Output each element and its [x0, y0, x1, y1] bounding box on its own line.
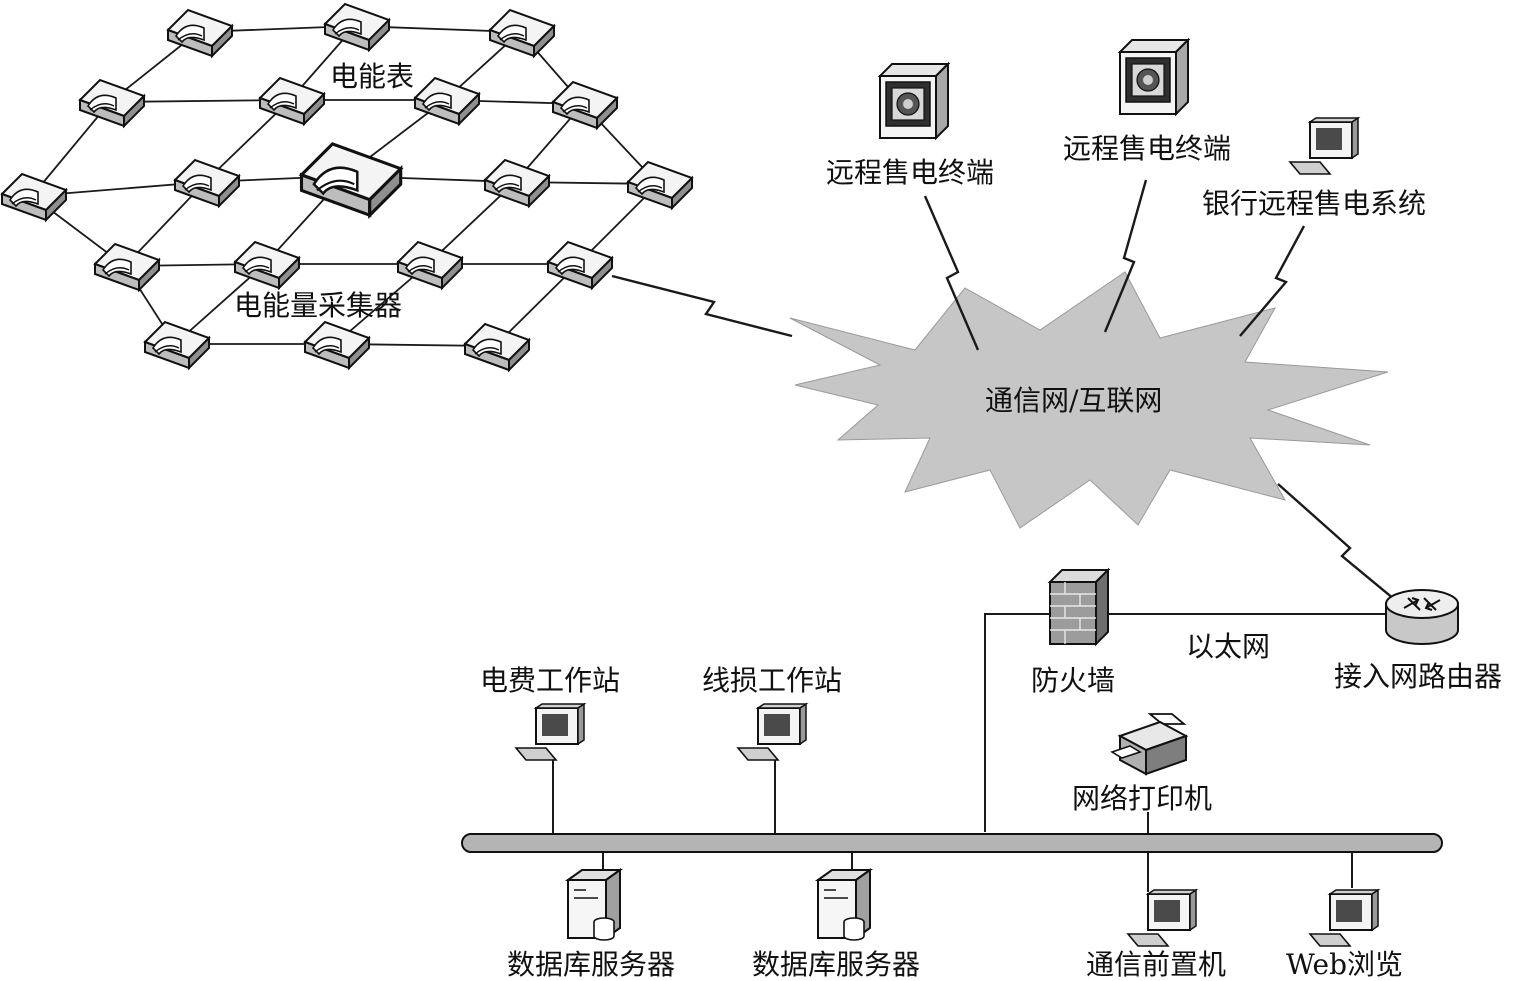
electric-meter-icon	[174, 159, 240, 207]
electric-meter-icon	[464, 323, 530, 371]
electric-meter-icon	[304, 321, 370, 369]
billing-workstation-label: 电费工作站	[480, 664, 620, 697]
electric-meter-icon	[489, 9, 555, 57]
db-server-1-label: 数据库服务器	[507, 948, 675, 981]
collector-label: 电能量采集器	[234, 289, 402, 322]
collector-icon	[299, 142, 403, 217]
router-icon	[1385, 589, 1459, 645]
web-label: Web浏览	[1286, 948, 1403, 981]
ethernet-label: 以太网	[1186, 630, 1270, 663]
remote-terminal-icon	[1119, 39, 1189, 115]
electric-meter-icon	[627, 161, 693, 209]
electric-meter-icon	[547, 241, 613, 289]
computer-icon	[515, 703, 585, 761]
computer-icon	[1127, 889, 1197, 947]
remote-terminal-1-label: 远程售电终端	[826, 156, 994, 189]
db-server-2-label: 数据库服务器	[752, 948, 920, 981]
printer-label: 网络打印机	[1072, 782, 1212, 815]
ethernet-bus	[461, 833, 1443, 853]
remote-terminal-icon	[879, 63, 949, 139]
bank-system-label: 银行远程售电系统	[1202, 187, 1426, 220]
electric-meter-icon	[484, 159, 550, 207]
network-label: 通信网/互联网	[985, 384, 1162, 417]
database-server-icon	[817, 869, 871, 941]
electric-meter-icon	[324, 3, 390, 51]
meter-label: 电能表	[330, 60, 414, 93]
wireless-links	[611, 179, 1401, 605]
computer-icon	[737, 703, 807, 761]
electric-meter-icon	[1, 173, 67, 221]
electric-meter-icon	[79, 79, 145, 127]
database-server-icon	[567, 869, 621, 941]
firewall-icon	[1047, 567, 1111, 647]
computer-icon	[1289, 117, 1359, 175]
router-label: 接入网路由器	[1334, 660, 1502, 693]
computer-icon	[1309, 889, 1379, 947]
ethernet-wiring	[552, 613, 1395, 892]
electric-meter-icon	[144, 321, 210, 369]
network-cloud-icon	[789, 271, 1389, 529]
printer-icon	[1110, 713, 1189, 776]
remote-terminal-2-label: 远程售电终端	[1063, 132, 1231, 165]
lineloss-workstation-label: 线损工作站	[702, 664, 842, 697]
electric-meter-icon	[414, 77, 480, 125]
electric-meter-icon	[259, 77, 325, 125]
electric-meter-icon	[552, 81, 618, 129]
front-end-label: 通信前置机	[1086, 948, 1226, 981]
firewall-label: 防火墙	[1031, 664, 1115, 697]
